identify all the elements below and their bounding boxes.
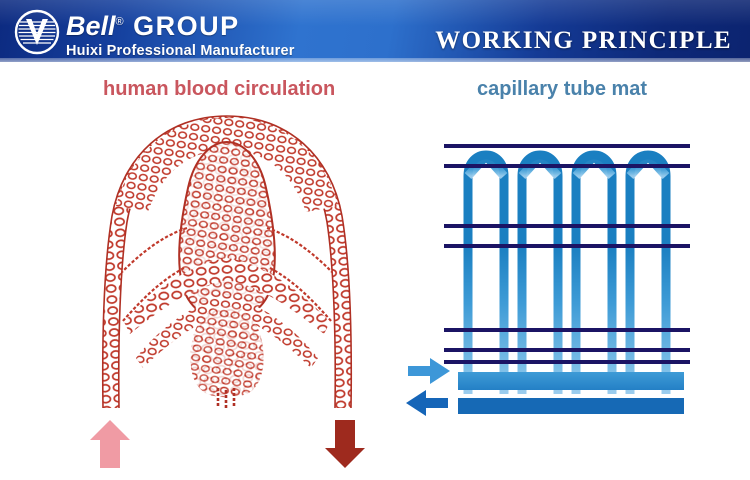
right-panel-caption: capillary tube mat — [477, 78, 648, 100]
outflow-arrow-down-icon — [323, 418, 367, 470]
brand-suffix: GROUP — [133, 11, 240, 41]
return-arrow-left-icon — [406, 390, 448, 416]
brand-lockup: Bell® GROUP Huixi Professional Manufactur… — [66, 8, 295, 59]
inflow-arrow-up-icon — [88, 418, 132, 470]
brand-name: Bell — [66, 11, 116, 41]
left-panel-caption: human blood circulation — [103, 78, 336, 100]
header-bottom-highlight — [0, 58, 750, 62]
brand-tagline: Huixi Professional Manufacturer — [66, 43, 295, 59]
blood-capillary-network-diagram — [92, 108, 362, 418]
bell-group-circle-logo-icon — [14, 9, 60, 55]
manifold-bar — [458, 372, 684, 390]
base-header-bar — [458, 398, 684, 414]
page-header: Bell® GROUP Huixi Professional Manufactur… — [0, 0, 750, 62]
brand-name-row: Bell® GROUP — [66, 8, 295, 40]
registered-trademark-icon: ® — [115, 16, 125, 28]
supply-arrow-right-icon — [408, 358, 450, 384]
page-title: WORKING PRINCIPLE — [435, 27, 732, 54]
capillary-tube-mat-diagram — [400, 104, 700, 416]
